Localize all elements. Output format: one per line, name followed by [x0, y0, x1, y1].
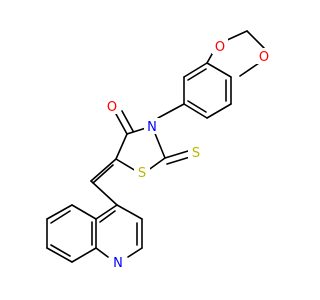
bond-ch-quinoline — [90, 180, 118, 206]
thione-double-bond — [164, 150, 191, 165]
atom-label-oxygen-1: O — [215, 40, 225, 55]
atom-label-carbonyl-oxygen: O — [107, 100, 117, 115]
molecule-structure-diagram: O O O N S S N — [46, 30, 272, 271]
atom-label-ring-sulfur: S — [138, 166, 146, 181]
atom-label-oxygen-2: O — [259, 50, 269, 65]
thiazolidinone-ring — [115, 127, 166, 172]
quinoline-pyridine-ring — [95, 204, 143, 258]
atom-label-thione-sulfur: S — [192, 146, 200, 161]
atom-label-amide-nitrogen: N — [147, 120, 157, 135]
quinoline-benzo-ring — [46, 204, 97, 263]
bond-n-aryl — [157, 103, 185, 119]
bond-layer — [46, 30, 265, 263]
atom-label-pyridine-nitrogen: N — [113, 256, 123, 271]
carbonyl-double-bond — [115, 110, 134, 135]
atom-label-layer: O O O N S S N — [104, 38, 272, 271]
exocyclic-double-bond — [90, 158, 117, 184]
benzodioxole-benzene-ring — [183, 62, 232, 119]
